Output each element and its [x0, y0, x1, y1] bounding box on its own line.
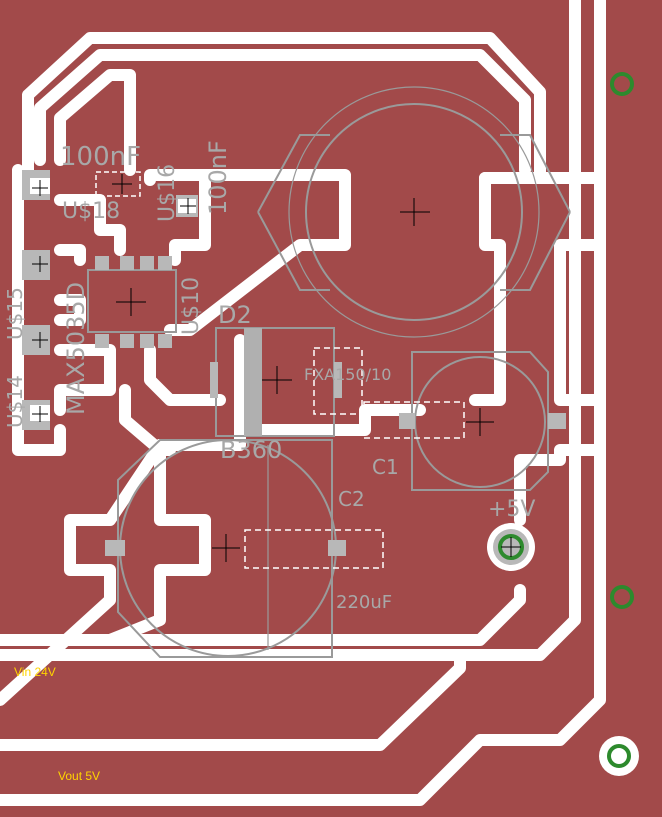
label-u18: U$18	[62, 199, 120, 224]
label-u10: U$10	[179, 277, 204, 335]
label-vin: Vin 24V	[14, 665, 56, 679]
label-fxa: FXA150/10	[304, 365, 391, 384]
label-c2-value: 220uF	[336, 592, 392, 613]
c-top-outline	[305, 103, 523, 321]
hole-mid-right	[610, 585, 634, 609]
label-b360: B360	[220, 436, 282, 464]
ic-outline	[87, 269, 177, 333]
label-5v: +5V	[488, 497, 535, 522]
c-top-outer-ring	[288, 86, 540, 338]
hole-bottom-right	[607, 744, 631, 768]
label-d2: D2	[218, 301, 252, 329]
label-u16: U$16	[155, 164, 180, 222]
label-u15: U$15	[3, 287, 27, 340]
hole-5v	[498, 534, 524, 560]
mounting-holes	[487, 72, 639, 776]
label-u14: U$14	[3, 375, 27, 428]
hole-top-right	[610, 72, 634, 96]
component-labels: 100nF 100nF U$18 U$16 U$15 U$14 U$10 MAX…	[3, 140, 535, 783]
label-vout: Vout 5V	[58, 769, 100, 783]
label-100nf-side: 100nF	[204, 140, 232, 215]
isolation-traces	[0, 0, 606, 806]
label-100nf-top: 100nF	[60, 142, 141, 172]
label-c2: C2	[338, 487, 365, 511]
label-ic: MAX5035D	[62, 282, 90, 415]
label-c1: C1	[372, 455, 399, 479]
